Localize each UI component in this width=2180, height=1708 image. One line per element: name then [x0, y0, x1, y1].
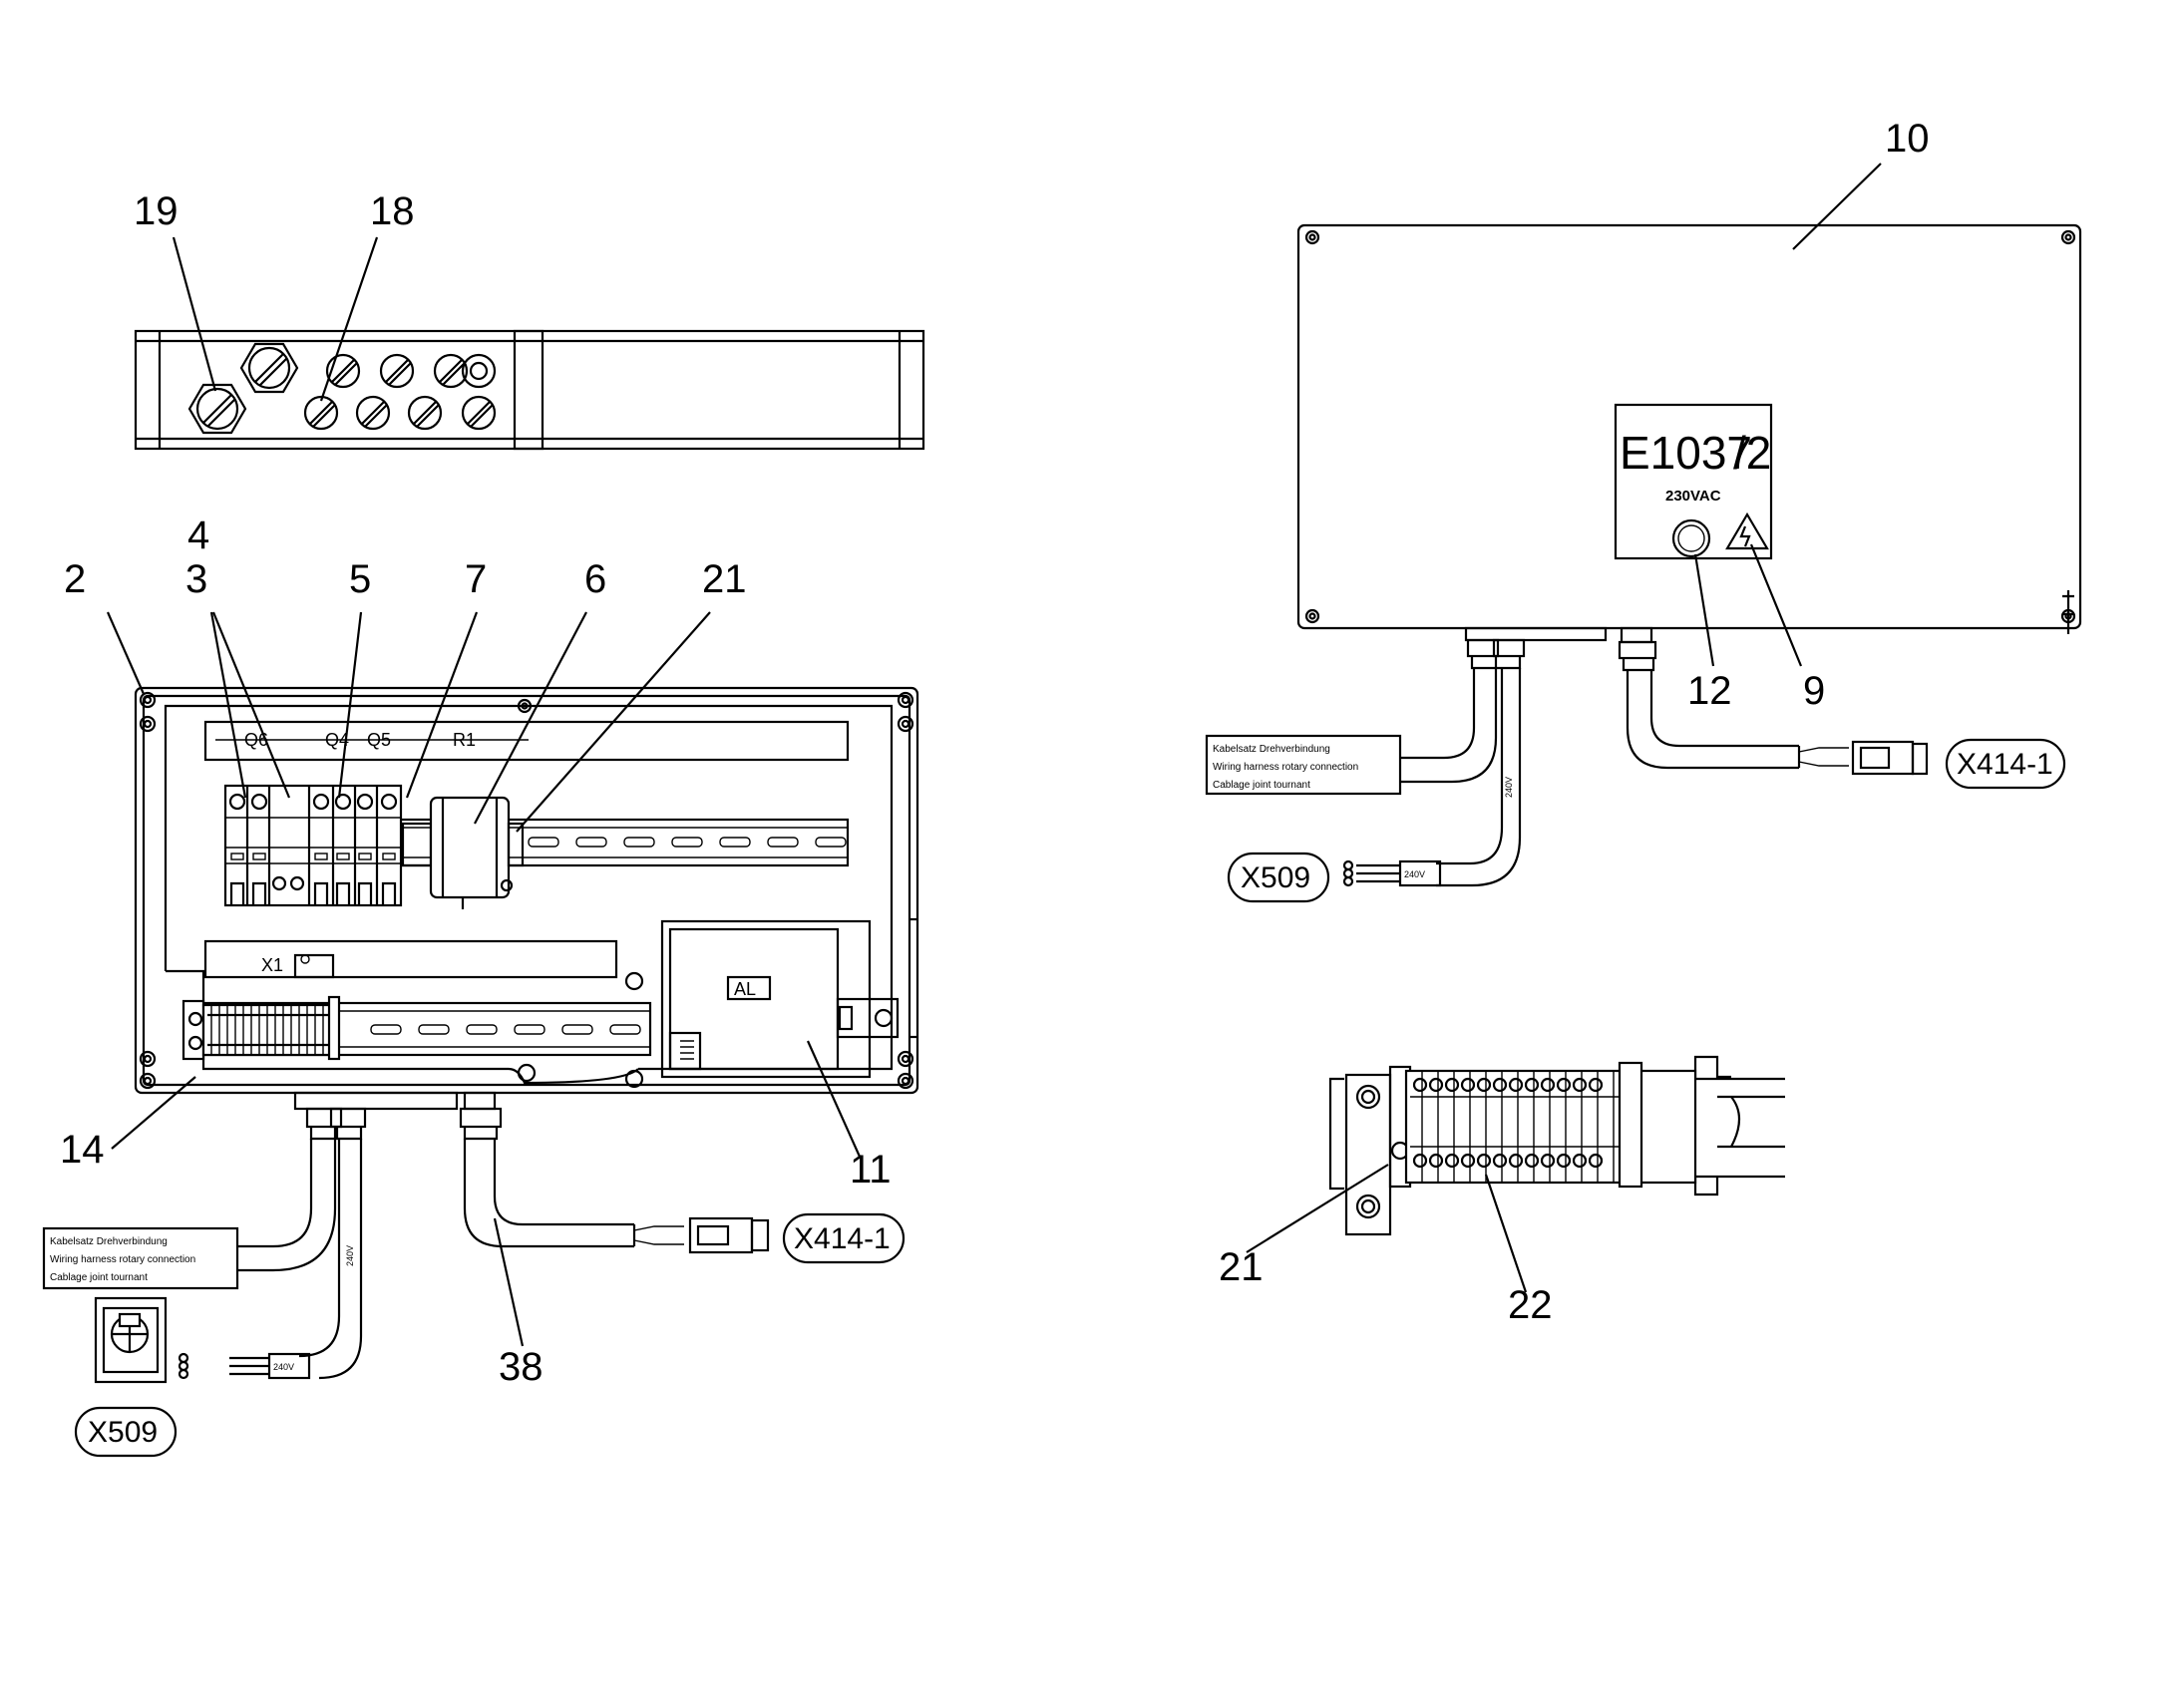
x1-label: X1: [261, 955, 283, 975]
leader-9: [1749, 543, 1803, 667]
nameplate-code-suffix: /2: [1733, 427, 1771, 479]
leader-19: [172, 236, 217, 392]
bottom-glands-right: [1464, 626, 1657, 672]
nameplate-voltage: 230VAC: [1665, 488, 1721, 505]
harness-line2-right: Wiring harness rotary connection: [1213, 762, 1358, 773]
harness-line2: Wiring harness rotary connection: [50, 1254, 195, 1265]
connector-tag-x509-left: X509: [74, 1406, 178, 1458]
cable-x414-left: [463, 1139, 770, 1254]
leader-3a: [209, 611, 247, 799]
cable-volt-label-a: 240V: [273, 1362, 294, 1372]
rail-label-q4: Q4: [325, 730, 349, 750]
cable-gland-small-row-bottom: [303, 395, 497, 431]
circuit-breakers: [223, 784, 403, 907]
leader-18: [319, 236, 379, 402]
callout-7: 7: [465, 557, 487, 601]
terminal-block-x1: [182, 995, 341, 1061]
control-box-open-view: Q6 Q4 Q5 R1: [42, 513, 919, 1458]
cable-volt-label-c: 240V: [1404, 869, 1425, 879]
callout-3: 3: [185, 557, 207, 601]
callout-10: 10: [1885, 117, 1930, 161]
harness-label-right: Kabelsatz Drehverbindung Wiring harness …: [1205, 734, 1402, 796]
leader-2: [106, 611, 146, 695]
cable-volt-label-b: 240V: [345, 1245, 355, 1266]
callout-18: 18: [370, 189, 415, 233]
leader-22: [1484, 1174, 1528, 1293]
harness-label-left: Kabelsatz Drehverbindung Wiring harness …: [42, 1226, 239, 1290]
cable-gland-large-2: [239, 342, 299, 394]
x509-tag-left: X509: [88, 1416, 158, 1449]
al-label: AL: [734, 979, 756, 999]
callout-14: 14: [60, 1128, 105, 1172]
callout-11: 11: [850, 1148, 892, 1192]
harness-line3: Cablage joint tournant: [50, 1272, 148, 1283]
callout-19: 19: [134, 189, 179, 233]
cable-gland-small-row-top: [325, 353, 497, 389]
callout-9: 9: [1803, 669, 1825, 713]
high-voltage-warning-icon: [1725, 512, 1769, 550]
x414-tag-right: X414-1: [1957, 748, 2053, 781]
connector-tag-x509-right: X509: [1227, 852, 1330, 903]
leader-11: [806, 1040, 862, 1158]
nameplate-code: E1037: [1620, 427, 1752, 479]
power-supply-al: AL: [660, 917, 917, 1079]
leader-7: [405, 611, 479, 799]
x509-tag-right: X509: [1241, 861, 1310, 894]
leader-14: [111, 1076, 196, 1150]
leader-6: [474, 611, 587, 825]
gland-plate-view: 19 18: [134, 189, 925, 451]
cable-gland-large-1: [187, 383, 247, 435]
harness-line3-right: Cablage joint tournant: [1213, 780, 1310, 791]
callout-12: 12: [1687, 669, 1732, 713]
control-box-closed-view: E1037 /2 230VAC 240V 240V: [1205, 117, 2082, 903]
x414-tag-left: X414-1: [794, 1222, 891, 1255]
rail-label-q6: Q6: [244, 730, 268, 750]
rail-label-r1: R1: [453, 730, 476, 750]
callout-5: 5: [349, 557, 371, 601]
leader-12: [1693, 553, 1715, 667]
rail-component-6: [401, 796, 525, 909]
rail-label-q5: Q5: [367, 730, 391, 750]
leader-21b: [1246, 1164, 1389, 1253]
harness-line1: Kabelsatz Drehverbindung: [50, 1236, 168, 1247]
bottom-glands: [293, 1091, 503, 1141]
connector-tag-x414-left: X414-1: [782, 1212, 906, 1264]
callout-22: 22: [1508, 1283, 1553, 1327]
terminal-block-detail: 21 22: [1219, 1055, 1785, 1327]
callout-21a: 21: [702, 557, 747, 601]
callout-38: 38: [499, 1345, 544, 1389]
leader-21a: [516, 611, 711, 833]
leader-10: [1792, 163, 1882, 250]
leader-5: [337, 611, 363, 799]
cable-volt-label-d: 240V: [1504, 777, 1514, 798]
connector-tag-x414-right: X414-1: [1945, 738, 2066, 790]
callout-6: 6: [584, 557, 606, 601]
callout-2: 2: [64, 557, 86, 601]
leader-38: [493, 1217, 525, 1347]
harness-line1-right: Kabelsatz Drehverbindung: [1213, 744, 1330, 755]
cable-harness-left: 240V 240V: [178, 1139, 363, 1380]
indicator-lamp-icon: [1671, 518, 1711, 558]
corner-screws: [139, 691, 914, 1090]
callout-4: 4: [187, 513, 209, 557]
nameplate: E1037 /2 230VAC: [1614, 403, 1773, 560]
socket-x509: [94, 1296, 168, 1384]
callout-21b: 21: [1219, 1245, 1264, 1289]
leader-3b: [211, 611, 291, 799]
